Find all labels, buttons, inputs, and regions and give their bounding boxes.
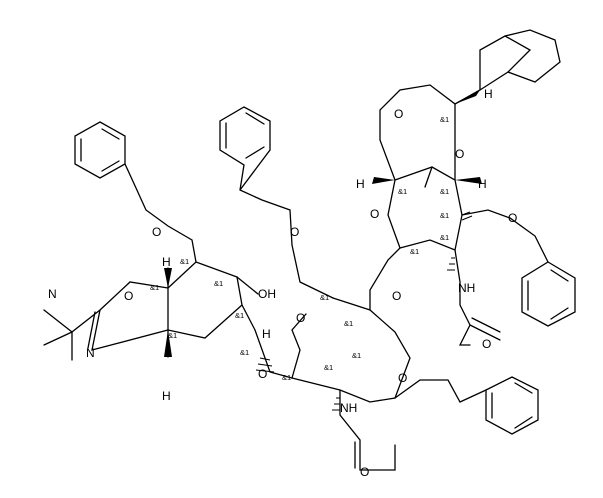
stereo-label: &1 [214, 279, 223, 288]
stereo-label: &1 [440, 115, 449, 124]
ring-o-middle-label: O [296, 311, 305, 325]
stereo-label: &1 [344, 319, 353, 328]
stereo-label: &1 [440, 211, 449, 220]
glycosidic-o-lower-label: O [258, 367, 267, 381]
stereo-label: &1 [150, 283, 159, 292]
ring-h-upper-left-label: H [162, 255, 171, 269]
stereo-label: &1 [410, 247, 419, 256]
bond-lines [43, 29, 576, 471]
stereo-label: &1 [324, 363, 333, 372]
stereo-label: &1 [235, 311, 244, 320]
stereo-label: &1 [282, 373, 291, 382]
oxazoline-o-label: O [124, 289, 133, 303]
ring-h-top-left-label: H [356, 177, 365, 191]
benzyloxy-o-top-label: O [508, 211, 517, 225]
acetal-o-upper-label: O [394, 107, 403, 121]
stereo-label: &1 [168, 331, 177, 340]
stereo-label: &1 [440, 233, 449, 242]
glycosidic-o-upper-label: O [392, 289, 401, 303]
oxazoline-n-label: N [86, 346, 95, 360]
stereo-descriptor-labels: &1 &1 &1 &1 &1 &1 &1 &1 &1 &1 &1 &1 &1 &… [150, 115, 449, 382]
atom-labels: O N N OH O O O O O NH O O O O O O NH O H… [48, 87, 517, 479]
acetamide-o-middle-label: O [360, 465, 369, 479]
anomeric-h-top-label: H [484, 87, 493, 101]
acetal-o-lower-label: O [455, 147, 464, 161]
stereo-bonds [164, 90, 482, 411]
ring-h-lower-left-label: H [162, 389, 171, 403]
acetamide-n-middle-label: NH [340, 401, 357, 415]
stereo-label: &1 [352, 351, 361, 360]
acetamide-n-top-label: NH [458, 281, 475, 295]
ring-o-top-label: O [370, 207, 379, 221]
benzyloxy-o-middle-label: O [398, 371, 407, 385]
benzyloxymethyl-o-left-label: O [152, 225, 161, 239]
stereo-label: &1 [320, 293, 329, 302]
acetamide-o-top-label: O [482, 337, 491, 351]
benzyloxymethyl-o-middle-label: O [290, 225, 299, 239]
stereo-label: &1 [398, 187, 407, 196]
dimethylamino-n-label: N [48, 287, 57, 301]
anomeric-h-middle-label: H [262, 327, 271, 341]
stereo-label: &1 [440, 187, 449, 196]
ring-h-top-right-label: H [478, 177, 487, 191]
stereo-label: &1 [240, 348, 249, 357]
stereo-label: &1 [180, 257, 189, 266]
hydroxyl-label: OH [258, 287, 276, 301]
